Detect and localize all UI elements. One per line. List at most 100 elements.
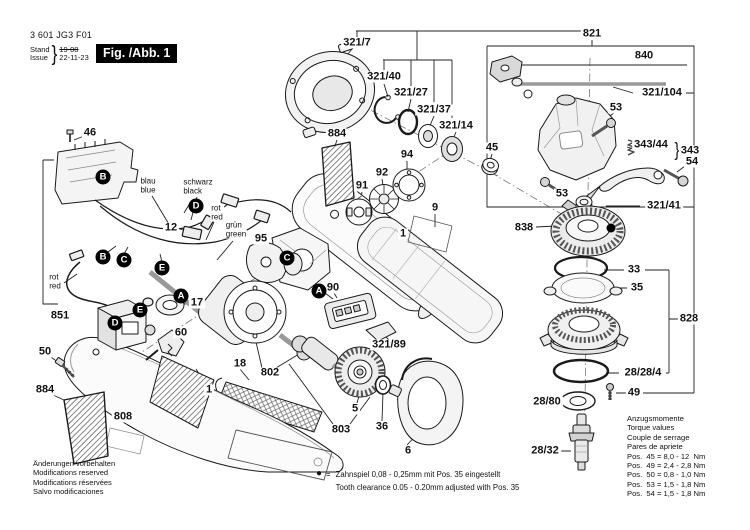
letter-callout-d: D (107, 315, 123, 331)
inner-chassis-half (356, 216, 504, 344)
revision-note-line: Salvo modificaciones (33, 486, 104, 496)
letter-callout-c: C (279, 250, 295, 266)
nameplate-9 (407, 215, 453, 253)
part-label: 884 (325, 127, 349, 140)
torque-table-line: Pos. 49 = 2,4 - 2,8 Nm (627, 461, 706, 471)
o-ring-28-28-4 (552, 358, 610, 384)
part-label: 321/7 (341, 36, 373, 49)
part-label: 36 (373, 420, 391, 433)
title-block: 3 601 JG3 F01 Stand Issue } 19-08 22-11-… (30, 30, 92, 66)
part-label: 828 (677, 312, 701, 325)
part-label: 92 (373, 166, 391, 179)
fan-92 (369, 184, 399, 214)
torque-table-line: Pos. 50 = 0,8 - 1,0 Nm (627, 470, 706, 480)
motor-armature (198, 275, 312, 361)
part-label: 321/27 (392, 86, 430, 99)
centerlines (77, 57, 591, 471)
bearing-321-37 (418, 124, 438, 148)
part-label: 321/14 (437, 119, 475, 132)
screw-49 (606, 383, 614, 400)
part-label: 60 (172, 326, 190, 339)
tooth-clearance-note: ● = Zahnspiel 0,08 - 0,25mm mit Pos. 35 … (316, 468, 519, 494)
electronics-board-851 (54, 129, 139, 205)
spur-gear-5 (334, 346, 386, 398)
new-date: 22-11-23 (59, 53, 89, 62)
letter-callout-e: E (154, 260, 170, 276)
part-label: 28/32 (529, 444, 561, 457)
part-label: 28/28/4 (622, 366, 664, 379)
letter-callout-c: C (116, 252, 132, 268)
torque-table-line: Couple de serrage (627, 432, 690, 442)
part-label: 851 (48, 309, 72, 322)
part-label: 321/37 (415, 103, 453, 116)
sticker-808 (227, 429, 333, 481)
part-label: 821 (580, 27, 604, 40)
torque-table-line: Pos. 53 = 1,5 - 1,8 Nm (627, 479, 706, 489)
cover-95 (246, 242, 287, 283)
part-label: 12 (162, 221, 180, 234)
bearing-flange-828 (539, 307, 629, 355)
letter-callout-a: A (311, 283, 327, 299)
revision-note-line: Modifications réservées (33, 477, 112, 487)
part-label: 33 (625, 263, 643, 276)
washer-36 (374, 375, 392, 395)
washer-28-80 (560, 391, 596, 411)
part-label: 1 (397, 227, 409, 240)
screw-50 (54, 357, 75, 378)
part-label: 1 (203, 383, 215, 396)
part-label: 18 (231, 357, 249, 370)
part-label: 17 (188, 296, 206, 309)
o-ring-321-27 (397, 108, 419, 136)
torque-table-line: Pos. 54 = 1,5 - 1,8 Nm (627, 489, 706, 499)
torque-table-line: Pares de apriete (627, 442, 683, 452)
part-label: } (674, 138, 680, 162)
part-label: 321/40 (365, 70, 403, 83)
letter-callout-b: B (95, 169, 111, 185)
part-label: 5 (349, 402, 361, 415)
part-label: 6 (402, 444, 414, 457)
figure-label: Fig. /Abb. 1 (96, 44, 178, 63)
part-label: 45 (483, 141, 501, 154)
letter-callout-b: B (95, 249, 111, 265)
part-label: 35 (628, 281, 646, 294)
spindle-28-32 (568, 413, 595, 471)
part-label: 343/44 (632, 138, 670, 151)
part-label: 94 (398, 148, 416, 161)
stand-issue-brace: } (51, 41, 58, 66)
bearing-321-14 (441, 136, 463, 162)
part-label: 321/104 (640, 86, 684, 99)
tooth-clearance-dot-marker (606, 223, 616, 233)
grille-884-side (63, 391, 109, 465)
brush-plate-91 (345, 198, 373, 226)
cover-wedge-321-89 (365, 321, 397, 342)
part-label: 321/89 (370, 338, 408, 351)
crown-gear-838 (550, 205, 626, 257)
torque-table-line: Anzugsmomente (627, 414, 684, 423)
part-label: 802 (258, 366, 282, 379)
part-label: 343 (678, 144, 702, 157)
electronics-module-90 (324, 292, 377, 330)
fan-cover (284, 40, 376, 138)
letter-callout-d: D (188, 198, 204, 214)
tooth-note-line1: Zahnspiel 0,08 - 0,25mm mit Pos. 35 eing… (335, 470, 501, 479)
part-label: 838 (512, 221, 536, 234)
letter-callout-a: A (173, 288, 189, 304)
letter-callout-e: E (132, 302, 148, 318)
grille-884-top (321, 141, 355, 207)
equals-sign: = (326, 470, 331, 479)
part-label: 9 (429, 201, 441, 214)
tooth-note-line2: Tooth clearance 0.05 - 0.20mm adjusted w… (335, 483, 520, 492)
part-label: 808 (111, 410, 135, 423)
part-label: 53 (607, 101, 625, 114)
part-label: 90 (324, 281, 342, 294)
part-label: 53 (553, 187, 571, 200)
nut-45 (481, 157, 500, 176)
revision-note-line: Modifications reserved (33, 468, 109, 478)
